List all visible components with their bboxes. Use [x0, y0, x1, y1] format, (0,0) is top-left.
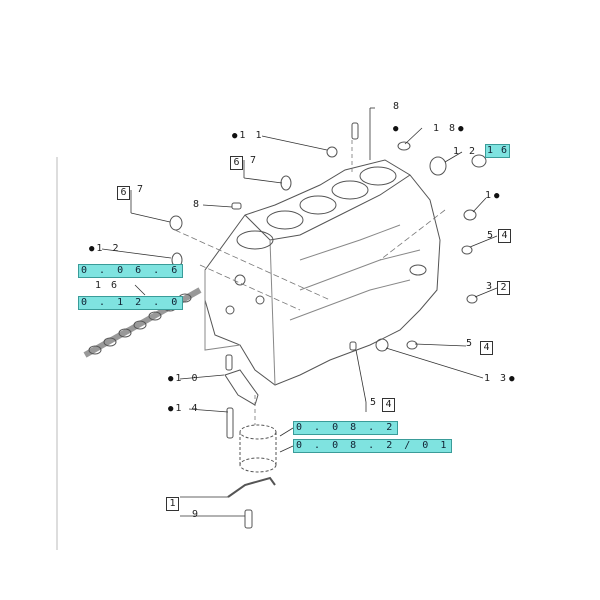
callout-8-mid: 8 — [193, 199, 202, 210]
callout-1-right: 1 — [485, 190, 499, 202]
callout-9: 9 — [192, 509, 201, 520]
callout-18-dot — [393, 123, 400, 135]
callout-1-box: 1 — [166, 497, 179, 511]
callout-14: 1 4 — [168, 403, 199, 415]
callout-16-left: 1 6 — [95, 280, 120, 291]
callout-18: 1 8 — [433, 123, 463, 135]
cylinder-bore-1 — [359, 166, 397, 186]
cylinder-bore-5 — [236, 230, 274, 250]
callout-12-right: 1 2 — [453, 146, 478, 157]
engine-block-outline — [204, 159, 441, 386]
ref-08-2-01[interactable]: 0 . 0 8 . 2 / 0 1 — [293, 439, 453, 453]
ref-08-2[interactable]: 0 . 0 8 . 2 — [293, 421, 399, 435]
callout-13: 1 3 — [484, 373, 514, 385]
ref-06-6[interactable]: 0 . 0 6 . 6 — [78, 264, 184, 278]
callout-11: 1 1 — [232, 130, 263, 142]
callout-4-box-b: 4 — [480, 341, 493, 355]
callout-5-c: 5 — [370, 397, 379, 408]
callout-6-box-a: 6 — [230, 156, 243, 170]
callout-10: 1 0 — [168, 373, 199, 385]
callout-3: 3 — [486, 281, 495, 292]
cylinder-liner-drawing — [239, 424, 277, 473]
cylinder-bore-2 — [331, 180, 369, 200]
callout-2-box: 2 — [497, 281, 510, 295]
ref-12-0[interactable]: 0 . 1 2 . 0 — [78, 296, 184, 310]
cylinder-bore-4 — [266, 210, 304, 230]
callout-5-b: 5 — [466, 338, 475, 349]
callout-7-b: 7 — [137, 184, 146, 195]
callout-8-top: 8 — [393, 101, 402, 112]
callout-12-left: 1 2 — [89, 243, 120, 255]
callout-5-a: 5 — [487, 230, 496, 241]
callout-4-box-c: 4 — [382, 398, 395, 412]
callout-4-box-a: 4 — [498, 229, 511, 243]
cylinder-bore-3 — [299, 195, 337, 215]
callout-7-a: 7 — [250, 155, 259, 166]
ref-16-top[interactable]: 1 6 — [485, 144, 511, 158]
callout-6-box-b: 6 — [117, 186, 130, 200]
